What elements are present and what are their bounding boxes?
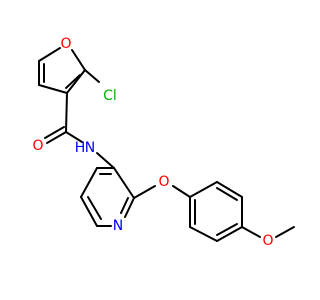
bond-py-c3-c2 bbox=[113, 167, 135, 199]
bond-py-c6-c5-inner bbox=[87, 196, 102, 220]
atom-amide-hydrogen: H bbox=[75, 140, 86, 156]
bond-ph-c2-c3 bbox=[216, 181, 243, 198]
bond-furan-c3-c4 bbox=[38, 84, 68, 94]
bond-c3-carbonyl bbox=[65, 92, 68, 133]
bond-furan-o-c2 bbox=[71, 49, 86, 71]
bond-carbonyl-o-2 bbox=[44, 126, 65, 139]
bond-c2-cl bbox=[84, 69, 100, 83]
atom-carbonyl-oxygen: O bbox=[32, 138, 43, 154]
bond-ph-c4-c5 bbox=[216, 226, 243, 242]
bond-ether-o-phenyl bbox=[172, 185, 191, 198]
bond-ph-methoxy-o bbox=[241, 226, 261, 238]
atom-methoxy-oxygen: O bbox=[262, 233, 273, 249]
atom-ether-oxygen: O bbox=[158, 174, 169, 190]
bond-ph-c2-c3-inner bbox=[216, 187, 238, 201]
bond-ph-c4-c5-inner bbox=[216, 223, 238, 236]
atom-amide-nitrogen: N bbox=[85, 140, 95, 156]
bond-py-c6-c5 bbox=[80, 196, 98, 227]
bond-n-pyridine bbox=[96, 152, 115, 169]
molecule-canvas: O Cl O N H O N O bbox=[32, 36, 295, 249]
atom-pyridine-nitrogen: N bbox=[113, 218, 123, 234]
atom-chlorine: Cl bbox=[103, 88, 117, 104]
molecule-structure: O Cl O N H O N O bbox=[32, 36, 295, 249]
bond-py-ether-o bbox=[133, 185, 156, 199]
bond-furan-o-c5 bbox=[38, 47, 61, 62]
bond-ph-c5-c6 bbox=[189, 226, 218, 242]
bond-methoxy-ch3 bbox=[275, 226, 295, 238]
bond-ph-c1-c2 bbox=[189, 181, 218, 198]
bond-carbonyl-o-1 bbox=[46, 131, 67, 144]
bond-py-c2-n1-inner bbox=[120, 197, 129, 214]
bond-furan-c2-c3-inner bbox=[65, 74, 81, 89]
bond-py-c2-n1 bbox=[124, 197, 135, 218]
bond-furan-c2-c3 bbox=[66, 69, 86, 94]
atom-furan-oxygen: O bbox=[60, 36, 71, 52]
bond-carbonyl-n bbox=[65, 131, 83, 143]
bond-py-c5-c4 bbox=[80, 167, 98, 198]
